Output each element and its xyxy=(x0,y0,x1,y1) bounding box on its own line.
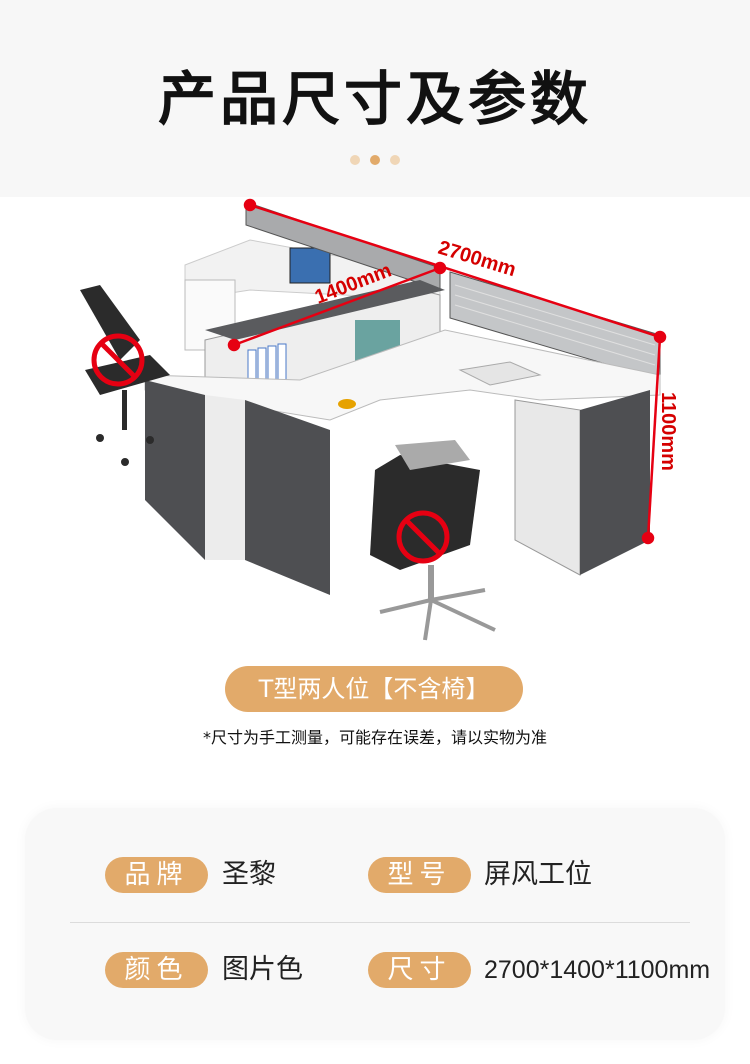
dimension-height-label: 1100mm xyxy=(657,392,679,471)
param-value-model: 屏风工位 xyxy=(484,859,592,890)
header: 产品尺寸及参数 xyxy=(0,0,750,197)
chair-left xyxy=(80,285,170,466)
param-label-size: 尺寸 xyxy=(368,952,471,988)
divider xyxy=(70,922,690,923)
param-value-size: 2700*1400*1100mm xyxy=(484,956,711,984)
param-value-color: 图片色 xyxy=(222,954,303,985)
param-label-model: 型号 xyxy=(368,857,471,893)
chair-front xyxy=(370,440,496,641)
no-chair-icon xyxy=(91,333,450,564)
dot-indicator xyxy=(350,155,360,165)
product-type-tag: T型两人位【不含椅】 xyxy=(225,666,523,712)
param-label-brand: 品牌 xyxy=(105,857,208,893)
page-title: 产品尺寸及参数 xyxy=(157,65,592,133)
dimension-width-label: 2700mm xyxy=(436,237,519,281)
dimension-lines xyxy=(227,198,667,545)
dot-indicator xyxy=(390,155,400,165)
workstation-illustration: 2700mm 1400mm 1100mm xyxy=(80,198,679,641)
dot-indicator-active xyxy=(370,155,380,165)
measurement-note: *尺寸为手工测量，可能存在误差，请以实物为准 xyxy=(202,728,547,747)
param-label-color: 颜色 xyxy=(105,952,208,988)
param-value-brand: 圣黎 xyxy=(222,859,276,890)
params-card xyxy=(25,808,725,1040)
